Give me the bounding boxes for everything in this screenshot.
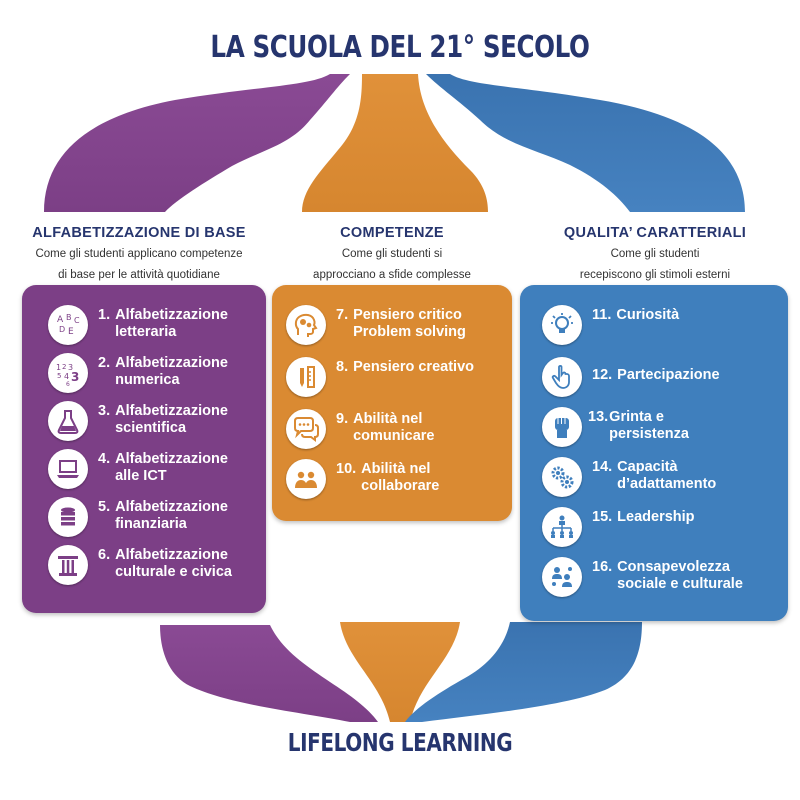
column-header-qualita: QUALITA’ CARATTERIALI Come gli studenti … [520, 225, 790, 286]
item-number: 15. [592, 509, 613, 525]
column-header-competenze: COMPETENZE Come gli studenti si approcci… [272, 225, 512, 286]
svg-text:A: A [57, 315, 64, 325]
item-label: Alfabetizzazione alle ICT [115, 451, 228, 484]
item-number: 1. [98, 307, 111, 323]
column-subtitle: Come gli studenti si approcciano a sfide… [313, 248, 471, 281]
panel-qualita: 11.Curiosità 12.Partecipazione 13.Grinta… [520, 285, 788, 621]
item-label: Alfabetizzazione finanziaria [115, 499, 228, 532]
column-subtitle: Come gli studenti recepiscono gli stimol… [579, 248, 731, 281]
list-item: 12.Partecipazione [520, 357, 788, 397]
column-subtitle: Come gli studenti applicano competenze d… [35, 248, 243, 281]
item-label: Grinta e persistenza [609, 409, 689, 442]
list-item: 16.Consapevolezza sociale e culturale [520, 557, 788, 597]
svg-text:1: 1 [56, 363, 61, 372]
org-chart-icon [542, 507, 582, 547]
orange-bottom-flow [340, 622, 460, 722]
list-item: 13.Grinta e persistenza [520, 407, 788, 447]
item-label: Alfabetizzazione culturale e civica [115, 547, 232, 580]
people-group-icon [286, 459, 326, 499]
blue-bottom-flow [405, 622, 642, 722]
list-item: 7.Pensiero critico Problem solving [272, 305, 512, 345]
item-label: Alfabetizzazione letteraria [115, 307, 228, 340]
laptop-icon [48, 449, 88, 489]
item-label: Abilità nel comunicare [353, 411, 435, 444]
item-number: 6. [98, 547, 111, 563]
list-item: 15.Leadership [520, 507, 788, 547]
column-heading: QUALITA’ CARATTERIALI [563, 225, 747, 241]
purple-bottom-flow [160, 625, 378, 722]
item-number: 13. [588, 409, 609, 425]
list-item: 5.Alfabetizzazione finanziaria [22, 497, 266, 537]
item-number: 5. [98, 499, 111, 515]
fist-icon [542, 407, 582, 447]
item-label: Capacità d’adattamento [617, 459, 717, 492]
column-header-base: ALFABETIZZAZIONE DI BASE Come gli studen… [8, 225, 270, 286]
item-number: 10. [336, 461, 357, 477]
item-number: 9. [336, 411, 349, 427]
svg-text:3: 3 [71, 370, 79, 384]
orange-top-flow [302, 74, 488, 212]
coins-icon [48, 497, 88, 537]
svg-text:6: 6 [66, 381, 70, 387]
list-item: 4.Alfabetizzazione alle ICT [22, 449, 266, 489]
item-label: Alfabetizzazione numerica [115, 355, 228, 388]
column-icon [48, 545, 88, 585]
column-heading: ALFABETIZZAZIONE DI BASE [32, 225, 246, 241]
list-item: 10.Abilità nel collaborare [272, 459, 512, 499]
item-number: 2. [98, 355, 111, 371]
item-label: Consapevolezza sociale e culturale [617, 559, 743, 592]
item-label: Alfabetizzazione scientifica [115, 403, 228, 436]
purple-top-flow [44, 74, 350, 212]
panel-competenze: 7.Pensiero critico Problem solving 8.Pen… [272, 285, 512, 521]
main-title: LA SCUOLA DEL 21° SECOLO [210, 30, 590, 65]
item-number: 14. [592, 459, 613, 475]
lightbulb-icon [542, 305, 582, 345]
speech-bubbles-icon [286, 409, 326, 449]
list-item: 9.Abilità nel comunicare [272, 409, 512, 449]
list-item: 8.Pensiero creativo [272, 357, 512, 397]
item-number: 8. [336, 359, 349, 375]
item-label: Abilità nel collaborare [361, 461, 440, 494]
list-item: 14.Capacità d’adattamento [520, 457, 788, 497]
svg-text:E: E [68, 327, 74, 337]
item-number: 4. [98, 451, 111, 467]
item-number: 11. [592, 307, 612, 323]
footer-title: LIFELONG LEARNING [287, 728, 513, 757]
list-item: 11.Curiosità [520, 305, 788, 345]
svg-text:3: 3 [68, 363, 73, 372]
column-heading: COMPETENZE [340, 225, 444, 241]
pencil-ruler-icon [286, 357, 326, 397]
social-group-icon [542, 557, 582, 597]
item-number: 3. [98, 403, 111, 419]
item-label: Curiosità [616, 307, 680, 323]
svg-text:B: B [66, 313, 72, 322]
blue-top-flow [426, 74, 745, 212]
gears-icon [542, 457, 582, 497]
hand-pointer-icon [542, 357, 582, 397]
item-number: 12. [592, 367, 613, 383]
list-item: 3.Alfabetizzazione scientifica [22, 401, 266, 441]
flask-icon [48, 401, 88, 441]
svg-text:5: 5 [57, 372, 61, 380]
svg-text:D: D [59, 325, 65, 334]
item-label: Pensiero critico Problem solving [353, 307, 466, 340]
head-gears-icon [286, 305, 326, 345]
svg-text:2: 2 [62, 363, 66, 371]
svg-text:4: 4 [64, 372, 69, 381]
item-number: 16. [592, 559, 613, 575]
list-item: 6.Alfabetizzazione culturale e civica [22, 545, 266, 585]
item-label: Partecipazione [617, 367, 720, 383]
item-label: Pensiero creativo [353, 359, 474, 375]
item-number: 7. [336, 307, 349, 323]
svg-text:C: C [74, 316, 80, 325]
item-label: Leadership [617, 509, 695, 525]
